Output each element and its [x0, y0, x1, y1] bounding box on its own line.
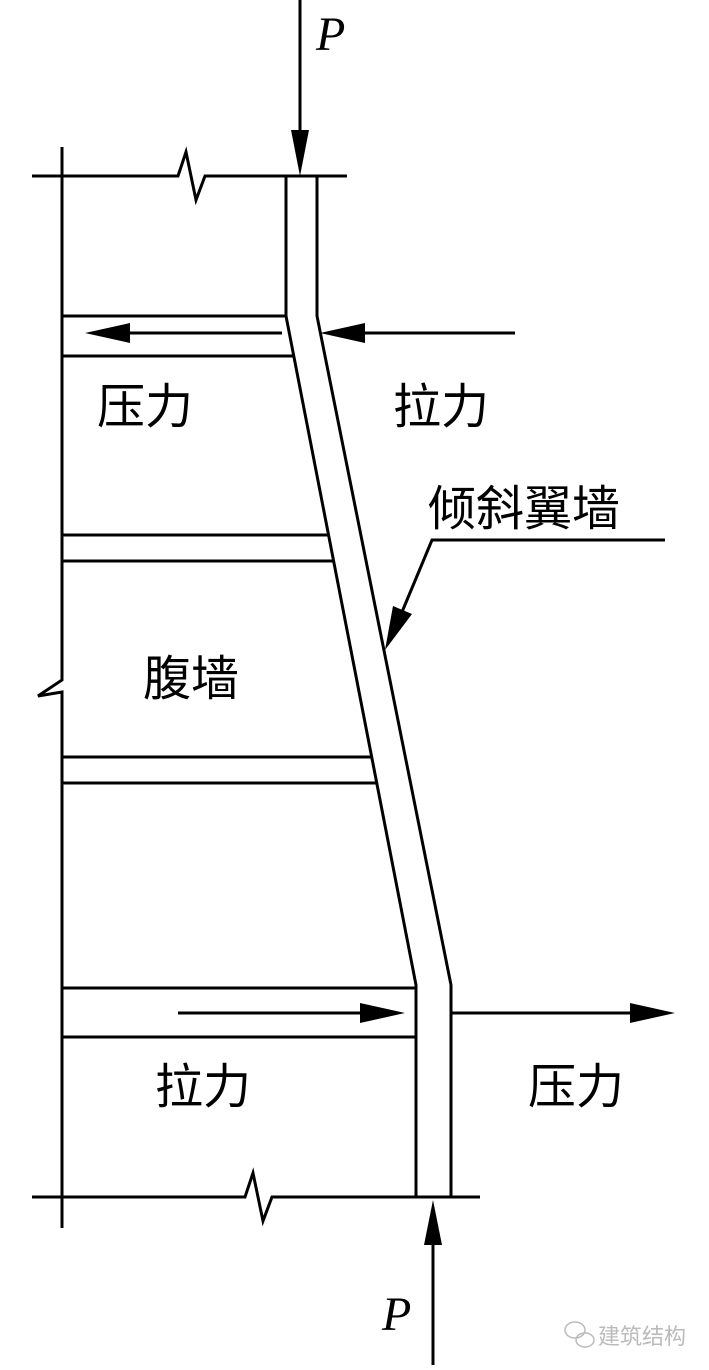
web-wall-label: 腹墙	[143, 651, 239, 707]
bottom-boundary-line	[32, 1167, 480, 1227]
bottom-right-label: 压力	[528, 1059, 624, 1115]
top-boundary-line	[32, 146, 347, 206]
arrowhead-bottom-left	[360, 1003, 405, 1023]
wing-wall-inner-edge	[284, 176, 418, 1197]
arrowhead-top-right	[320, 323, 365, 343]
arrowheads	[85, 130, 675, 1245]
arrowhead-load-top	[291, 130, 309, 176]
load-label-top: P	[315, 8, 345, 61]
arrowhead-load-bottom	[424, 1200, 442, 1245]
arrowhead-bottom-right	[630, 1003, 675, 1023]
watermark-text: 建筑结构	[598, 1325, 686, 1350]
top-left-label: 压力	[97, 379, 193, 435]
arrowhead-top-left	[85, 323, 130, 343]
bottom-left-label: 拉力	[155, 1059, 251, 1115]
wing-wall-outer-edge	[315, 176, 453, 1197]
left-boundary-line	[37, 147, 64, 1228]
leader-line	[400, 538, 665, 613]
top-right-label: 拉力	[393, 379, 489, 435]
wechat-icon	[564, 1321, 595, 1348]
arrowhead-leader	[385, 606, 412, 650]
load-label-bottom: P	[381, 1288, 411, 1341]
inclined-wing-wall-label: 倾斜翼墙	[428, 481, 620, 537]
